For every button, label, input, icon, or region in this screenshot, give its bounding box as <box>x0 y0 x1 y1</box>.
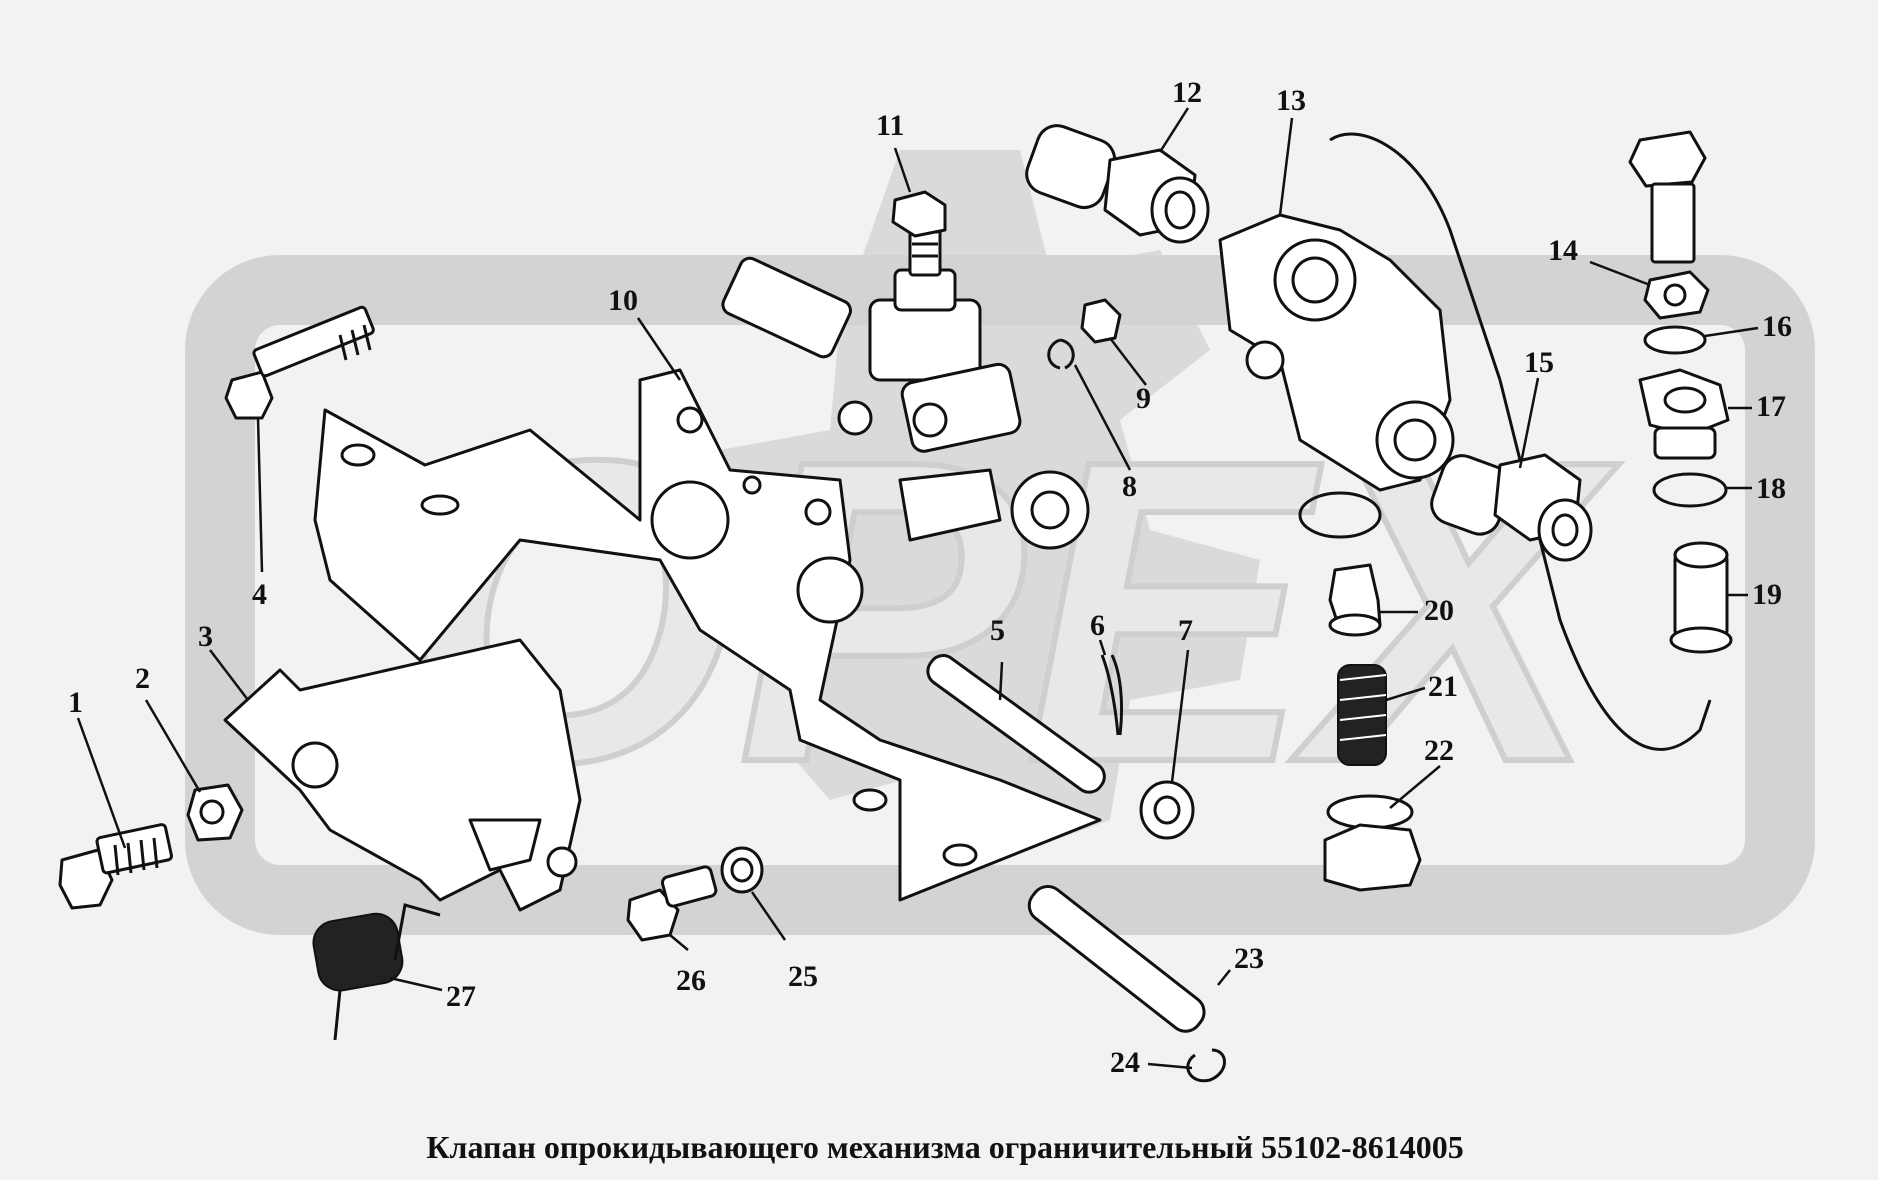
part-1-bolt <box>58 823 173 910</box>
part-8-clip <box>1047 338 1075 370</box>
part-23-pin <box>1027 884 1206 1033</box>
callout-12: 12 <box>1172 76 1202 109</box>
callout-26: 26 <box>676 964 706 997</box>
part-19-sleeve <box>1669 541 1733 654</box>
callout-20: 20 <box>1424 594 1454 627</box>
part-18-o-ring <box>1652 472 1728 508</box>
part-25-washer <box>720 846 764 894</box>
callout-10: 10 <box>608 284 638 317</box>
callout-19: 19 <box>1752 578 1782 611</box>
part-21-spring <box>1337 664 1387 766</box>
part-4-bolt <box>224 305 375 420</box>
part-11-valve <box>721 190 1090 550</box>
part-14-nut <box>1643 270 1710 320</box>
part-12-fitting <box>1025 124 1210 244</box>
callout-7: 7 <box>1178 614 1193 647</box>
callout-27: 27 <box>446 980 476 1013</box>
callout-16: 16 <box>1762 310 1792 343</box>
part-14-bolt <box>1628 130 1707 264</box>
callouts: 1 2 3 4 5 6 7 8 9 10 11 12 13 14 15 16 1… <box>68 76 1792 1079</box>
callout-14: 14 <box>1548 234 1578 267</box>
part-27-spring <box>312 903 441 1041</box>
part-13-tee <box>1218 132 1502 492</box>
callout-5: 5 <box>990 614 1005 647</box>
part-3-bracket <box>223 638 582 912</box>
callout-17: 17 <box>1756 390 1786 423</box>
tube-line <box>1498 379 1712 751</box>
callout-21: 21 <box>1428 670 1458 703</box>
callout-1: 1 <box>68 686 83 719</box>
callout-23: 23 <box>1234 942 1264 975</box>
part-20-valve-plunger <box>1328 563 1382 637</box>
part-24-clip <box>1186 1048 1226 1083</box>
part-6-cotter-pin <box>1100 654 1124 736</box>
part-2-nut <box>186 783 244 842</box>
part-22-plug <box>1323 794 1422 892</box>
callout-4: 4 <box>252 578 267 611</box>
part-10-bracket <box>313 368 1102 902</box>
callout-9: 9 <box>1136 382 1151 415</box>
part-o-ring <box>1298 491 1382 539</box>
callout-25: 25 <box>788 960 818 993</box>
diagram-caption: Клапан опрокидывающего механизма огранич… <box>426 1129 1463 1165</box>
callout-2: 2 <box>135 662 150 695</box>
part-5-pin <box>926 654 1106 794</box>
leader-lines <box>76 107 1759 1070</box>
part-15-fitting <box>1430 453 1593 562</box>
callout-3: 3 <box>198 620 213 653</box>
callout-13: 13 <box>1276 84 1306 117</box>
part-7-washer <box>1139 780 1195 840</box>
callout-24: 24 <box>1110 1046 1140 1079</box>
part-17-fitting <box>1638 368 1730 460</box>
callout-8: 8 <box>1122 470 1137 503</box>
part-9-nut <box>1080 298 1122 344</box>
part-16-washer <box>1643 325 1707 355</box>
callout-6: 6 <box>1090 609 1105 642</box>
callout-11: 11 <box>876 109 904 142</box>
callout-15: 15 <box>1524 346 1554 379</box>
callout-18: 18 <box>1756 472 1786 505</box>
part-26-bolt <box>626 865 718 942</box>
callout-22: 22 <box>1424 734 1454 767</box>
